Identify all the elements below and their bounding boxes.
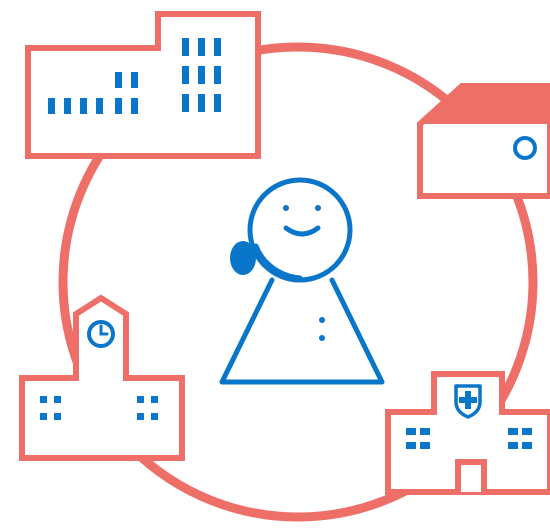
hospital-door — [455, 459, 487, 492]
medical-cross-icon — [454, 384, 482, 419]
clock-icon — [87, 320, 115, 348]
hospital-icon — [385, 371, 550, 495]
school-with-clock-icon — [19, 294, 185, 461]
office-building-icon — [25, 11, 261, 159]
house-icon — [417, 83, 550, 199]
house-window-icon — [513, 136, 537, 160]
person-with-headset-icon — [219, 177, 385, 385]
connection-ring — [58, 42, 538, 522]
headset-earpiece-icon — [230, 241, 256, 275]
